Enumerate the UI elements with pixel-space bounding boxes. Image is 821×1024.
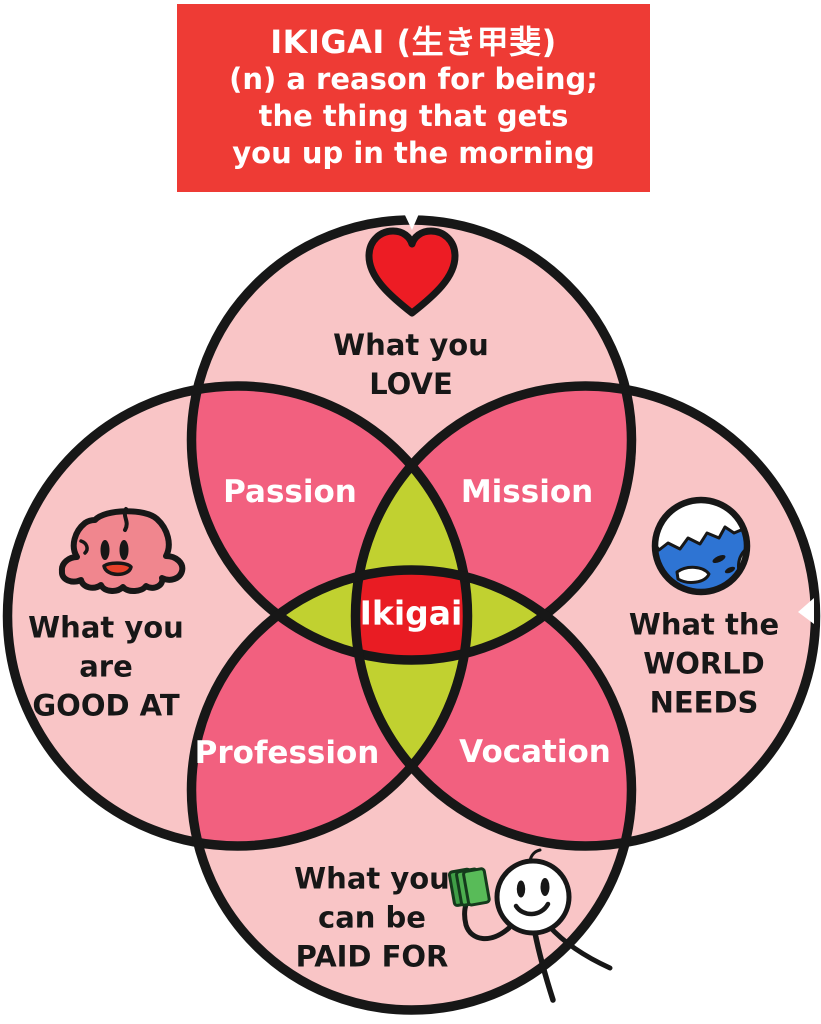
circle-outlines [2, 215, 821, 1015]
passion-label: Passion [223, 474, 357, 510]
top-circle-label: What you LOVE [333, 328, 489, 401]
brain-icon [58, 507, 186, 594]
globe-icon [651, 496, 751, 596]
heart-icon [365, 227, 459, 317]
bottom-circle-label: What you can be PAID FOR [294, 861, 450, 974]
cash-stack [447, 867, 491, 907]
title-definition-2: the thing that gets [258, 99, 569, 133]
profession-label: Profession [194, 735, 380, 771]
outline-notch-right [798, 598, 814, 624]
title-definition-3: you up in the morning [232, 136, 595, 170]
right-circle-label: What the WORLD NEEDS [628, 607, 780, 720]
title-word: IKIGAI (生き甲斐) [270, 23, 557, 61]
mission-label: Mission [460, 474, 594, 510]
title-box: IKIGAI (生き甲斐) (n) a reason for being; th… [177, 4, 650, 192]
outline-notch-top [403, 209, 421, 230]
vocation-label: Vocation [459, 734, 611, 770]
ikigai-center-label: Ikigai [359, 593, 463, 633]
left-circle-label: What you are GOOD AT [28, 610, 184, 723]
title-definition-1: (n) a reason for being; [229, 62, 598, 96]
money-person-icon [447, 848, 613, 1003]
